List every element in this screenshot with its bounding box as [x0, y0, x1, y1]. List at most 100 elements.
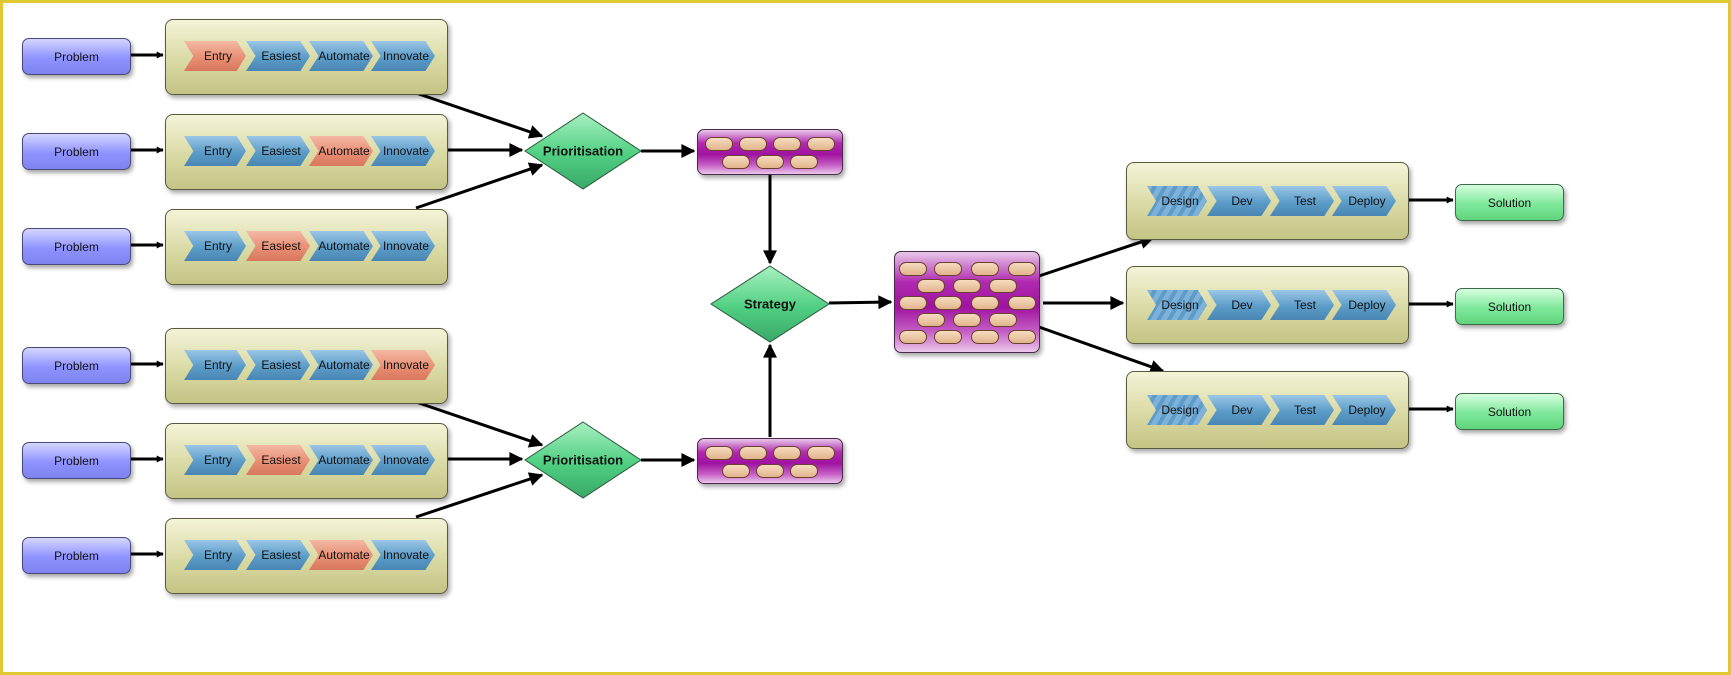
- problem-box: Problem: [22, 347, 131, 384]
- step-automate: Automate: [309, 231, 373, 261]
- step-easiest: Easiest: [246, 540, 310, 570]
- step-automate: Automate: [309, 350, 373, 380]
- step-automate: Automate: [309, 540, 373, 570]
- matrix-cell: [971, 296, 999, 310]
- step-entry: Entry: [184, 231, 246, 261]
- step-design: Design: [1147, 395, 1207, 425]
- matrix-cell: [953, 279, 981, 293]
- matrix-cell: [971, 330, 999, 344]
- step-deploy: Deploy: [1332, 186, 1396, 216]
- strategy-label: Strategy: [743, 296, 797, 312]
- step-easiest: Easiest: [246, 136, 310, 166]
- step-innovate: Innovate: [371, 540, 435, 570]
- matrix-cell: [705, 446, 733, 460]
- portfolio-to-delivery-arrow: [1038, 235, 1155, 278]
- matrix-cell: [739, 137, 767, 151]
- matrix-cell: [756, 464, 784, 478]
- solution-box: Solution: [1455, 288, 1564, 325]
- solution-box: Solution: [1455, 393, 1564, 430]
- prioritisation-label: Prioritisation: [542, 452, 624, 468]
- matrix-cell: [1008, 330, 1036, 344]
- problem-box: Problem: [22, 442, 131, 479]
- matrix-cell: [899, 262, 927, 276]
- matrix-cell: [934, 296, 962, 310]
- step-dev: Dev: [1207, 290, 1271, 320]
- matrix-cell: [953, 313, 981, 327]
- problem-box: Problem: [22, 38, 131, 75]
- panel-to-prioritisation-arrow: [415, 400, 544, 448]
- matrix-cell: [989, 313, 1017, 327]
- matrix-cell: [1008, 262, 1036, 276]
- step-test: Test: [1270, 290, 1334, 320]
- problem-box: Problem: [22, 537, 131, 574]
- step-entry: Entry: [184, 350, 246, 380]
- panel-to-prioritisation-arrow: [415, 91, 544, 139]
- strategy-portfolio: [894, 251, 1040, 353]
- step-automate: Automate: [309, 445, 373, 475]
- step-entry: Entry: [184, 41, 246, 71]
- solution-box: Solution: [1455, 184, 1564, 221]
- problem-box: Problem: [22, 228, 131, 265]
- matrix-cell: [989, 279, 1017, 293]
- step-test: Test: [1270, 395, 1334, 425]
- matrix-cell: [934, 262, 962, 276]
- step-entry: Entry: [184, 540, 246, 570]
- step-entry: Entry: [184, 136, 246, 166]
- step-design: Design: [1147, 290, 1207, 320]
- problem-box: Problem: [22, 133, 131, 170]
- step-dev: Dev: [1207, 186, 1271, 216]
- matrix-cell: [917, 279, 945, 293]
- panel-to-prioritisation-arrow: [415, 162, 544, 210]
- prioritisation-label: Prioritisation: [542, 143, 624, 159]
- matrix-cell: [917, 313, 945, 327]
- matrix-cell: [934, 330, 962, 344]
- step-innovate: Innovate: [371, 445, 435, 475]
- prioritisation-diamond: [524, 112, 642, 190]
- step-easiest: Easiest: [246, 41, 310, 71]
- step-innovate: Innovate: [371, 231, 435, 261]
- matrix-cell: [807, 137, 835, 151]
- step-dev: Dev: [1207, 395, 1271, 425]
- watermark-text: www.heritagechristiancollege.com: [41, 625, 177, 635]
- matrix-cell: [739, 446, 767, 460]
- prioritised-set: [697, 438, 843, 484]
- connectors: [120, 51, 1454, 558]
- matrix-cell: [773, 446, 801, 460]
- step-design: Design: [1147, 186, 1207, 216]
- matrix-cell: [722, 464, 750, 478]
- step-innovate: Innovate: [371, 136, 435, 166]
- strategy-diamond: [710, 265, 830, 343]
- step-deploy: Deploy: [1332, 395, 1396, 425]
- matrix-cell: [1008, 296, 1036, 310]
- matrix-cell: [899, 296, 927, 310]
- matrix-cell: [790, 155, 818, 169]
- matrix-cell: [899, 330, 927, 344]
- matrix-cell: [722, 155, 750, 169]
- matrix-cell: [790, 464, 818, 478]
- step-easiest: Easiest: [246, 350, 310, 380]
- matrix-cell: [773, 137, 801, 151]
- portfolio-to-delivery-arrow: [1038, 325, 1165, 374]
- matrix-cell: [756, 155, 784, 169]
- step-automate: Automate: [309, 41, 373, 71]
- prioritisation-diamond: [524, 421, 642, 499]
- step-test: Test: [1270, 186, 1334, 216]
- strategy-to-portfolio-arrow: [828, 295, 893, 310]
- matrix-cell: [807, 446, 835, 460]
- step-automate: Automate: [309, 136, 373, 166]
- step-easiest: Easiest: [246, 231, 310, 261]
- matrix-cell: [971, 262, 999, 276]
- step-innovate: Innovate: [371, 350, 435, 380]
- step-innovate: Innovate: [371, 41, 435, 71]
- step-easiest: Easiest: [246, 445, 310, 475]
